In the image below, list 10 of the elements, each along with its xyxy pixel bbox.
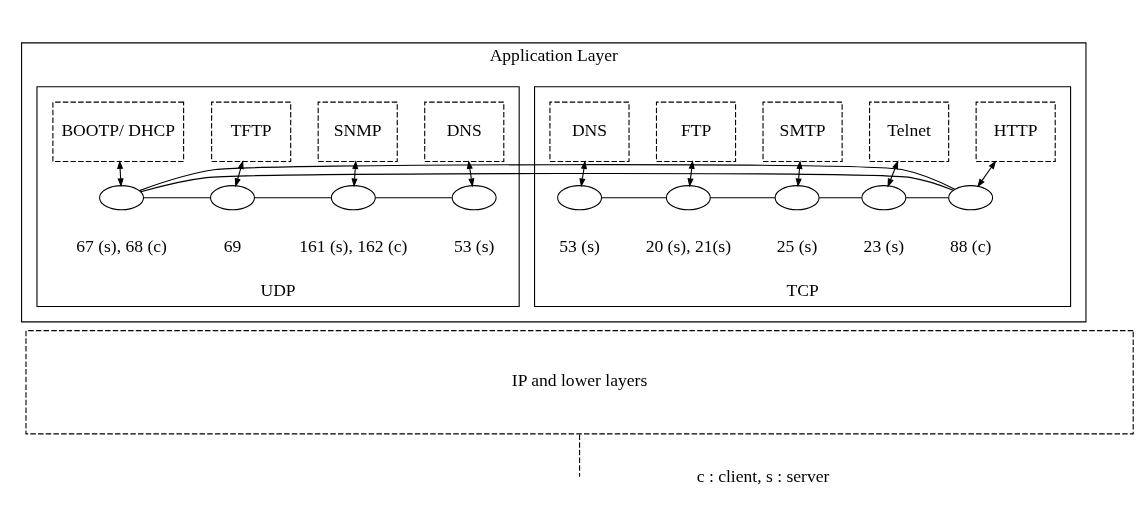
node-label: 161 (s), 162 (c) <box>299 236 408 257</box>
node-label: 20 (s), 21(s) <box>645 236 732 257</box>
node-label: 53 (s) <box>559 236 600 257</box>
node-label: 53 (s) <box>453 236 495 257</box>
label: c : client, s : server <box>696 466 830 487</box>
node-label: 69 <box>223 236 242 257</box>
node-label: 25 (s) <box>776 236 818 257</box>
node-label: 88 (c) <box>949 236 992 257</box>
node-label: 67 (s), 68 (c) <box>76 236 167 257</box>
node-label: 23 (s) <box>863 236 905 257</box>
